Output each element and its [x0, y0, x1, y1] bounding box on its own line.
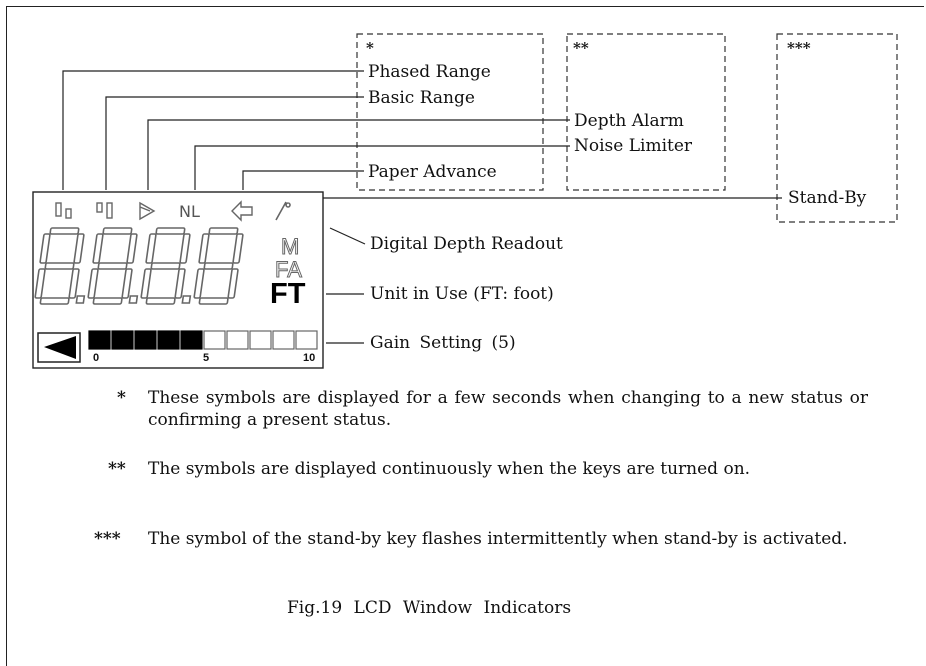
- note-1: * These symbols are displayed for a few …: [117, 387, 868, 431]
- gain-arrow-frame: [37, 332, 81, 363]
- page-frame: [6, 6, 924, 666]
- stand-by-icon: [275, 201, 291, 221]
- digit-segment: [208, 227, 239, 235]
- basic-range-icon: [96, 202, 113, 219]
- digit-segment: [155, 227, 186, 235]
- gain-cell-on: [111, 330, 134, 350]
- gain-bar: [88, 330, 318, 350]
- label-basic-range: Basic Range: [368, 88, 475, 108]
- leader-phased-range: [62, 70, 364, 190]
- digit-segment: [44, 262, 75, 270]
- gain-cell-off: [295, 330, 318, 350]
- digit-segment: [73, 233, 85, 264]
- digit-segment: [39, 233, 51, 264]
- group-mark-c: ***: [787, 39, 811, 57]
- gain-cell-off: [203, 330, 226, 350]
- decimal-point: [75, 295, 86, 304]
- digit-segment: [145, 297, 176, 305]
- leader-digital-depth: [329, 227, 366, 245]
- digit-segment: [140, 268, 152, 299]
- digit-segment: [198, 233, 210, 264]
- digit-segment: [198, 297, 229, 305]
- label-gain-setting: Gain Setting (5): [370, 333, 516, 353]
- unit-ft-indicator: FT: [270, 278, 306, 310]
- digit-segment: [97, 262, 128, 270]
- group-mark-a: *: [366, 39, 374, 57]
- gain-cell-on: [134, 330, 157, 350]
- noise-limiter-icon: NL: [179, 202, 200, 221]
- group-box-a: [356, 33, 544, 191]
- note-3: *** The symbol of the stand-by key flash…: [94, 528, 858, 550]
- gain-cell-off: [249, 330, 272, 350]
- digit-segment: [174, 268, 186, 299]
- gain-tick-0: 0: [93, 352, 100, 364]
- leader-basic-range: [105, 96, 364, 190]
- leader-noise-limiter: [194, 145, 570, 190]
- gain-cell-off: [272, 330, 295, 350]
- group-box-c: [776, 33, 898, 223]
- digit-segment: [92, 297, 123, 305]
- label-depth-alarm: Depth Alarm: [574, 111, 684, 131]
- digit-segment: [193, 268, 205, 299]
- label-stand-by: Stand-By: [788, 188, 867, 208]
- leader-paper-advance: [242, 170, 364, 190]
- note-2-mark: **: [108, 459, 126, 479]
- leader-depth-alarm: [147, 119, 570, 190]
- decimal-point: [128, 295, 139, 304]
- digit-segment: [227, 268, 239, 299]
- figure-caption: Fig.19 LCD Window Indicators: [287, 598, 572, 618]
- depth-digit: [34, 227, 86, 305]
- digit-segment: [232, 233, 244, 264]
- label-noise-limiter: Noise Limiter: [574, 136, 693, 156]
- note-2: ** The symbols are displayed continuousl…: [108, 458, 858, 480]
- unit-fa-indicator: FA: [275, 257, 303, 282]
- digital-depth-readout: [34, 227, 244, 305]
- paper-advance-icon: [231, 200, 253, 222]
- unit-m-indicator: M: [280, 234, 300, 259]
- depth-digit: [140, 227, 192, 305]
- note-3-mark: ***: [94, 529, 121, 549]
- digit-segment: [92, 233, 104, 264]
- gain-cell-on: [157, 330, 180, 350]
- label-digital-depth-readout: Digital Depth Readout: [370, 234, 563, 254]
- group-box-b: [566, 33, 726, 191]
- gain-tick-10: 10: [303, 352, 316, 364]
- digit-segment: [87, 268, 99, 299]
- digit-segment: [49, 227, 80, 235]
- group-mark-b: **: [573, 39, 589, 57]
- depth-digit: [87, 227, 139, 305]
- digit-segment: [179, 233, 191, 264]
- depth-digit: [193, 227, 244, 305]
- digit-segment: [150, 262, 181, 270]
- digit-segment: [126, 233, 138, 264]
- digit-segment: [68, 268, 80, 299]
- label-paper-advance: Paper Advance: [368, 162, 497, 182]
- digit-segment: [203, 262, 234, 270]
- gain-cell-off: [226, 330, 249, 350]
- digit-segment: [34, 268, 46, 299]
- gain-arrow-icon: [44, 336, 76, 359]
- depth-alarm-icon: [139, 201, 156, 221]
- gain-tick-5: 5: [203, 352, 210, 364]
- phased-range-icon: [55, 202, 72, 219]
- digit-segment: [121, 268, 133, 299]
- note-1-text: These symbols are displayed for a few se…: [148, 388, 868, 430]
- note-2-text: The symbols are displayed continuously w…: [148, 459, 751, 479]
- label-phased-range: Phased Range: [368, 62, 491, 82]
- decimal-point: [181, 295, 192, 304]
- digit-segment: [102, 227, 133, 235]
- note-1-mark: *: [117, 388, 126, 408]
- label-unit-in-use: Unit in Use (FT: foot): [370, 284, 554, 304]
- gain-cell-on: [180, 330, 203, 350]
- digit-segment: [145, 233, 157, 264]
- digit-segment: [39, 297, 70, 305]
- gain-cell-on: [88, 330, 111, 350]
- note-3-text: The symbol of the stand-by key flashes i…: [148, 529, 848, 549]
